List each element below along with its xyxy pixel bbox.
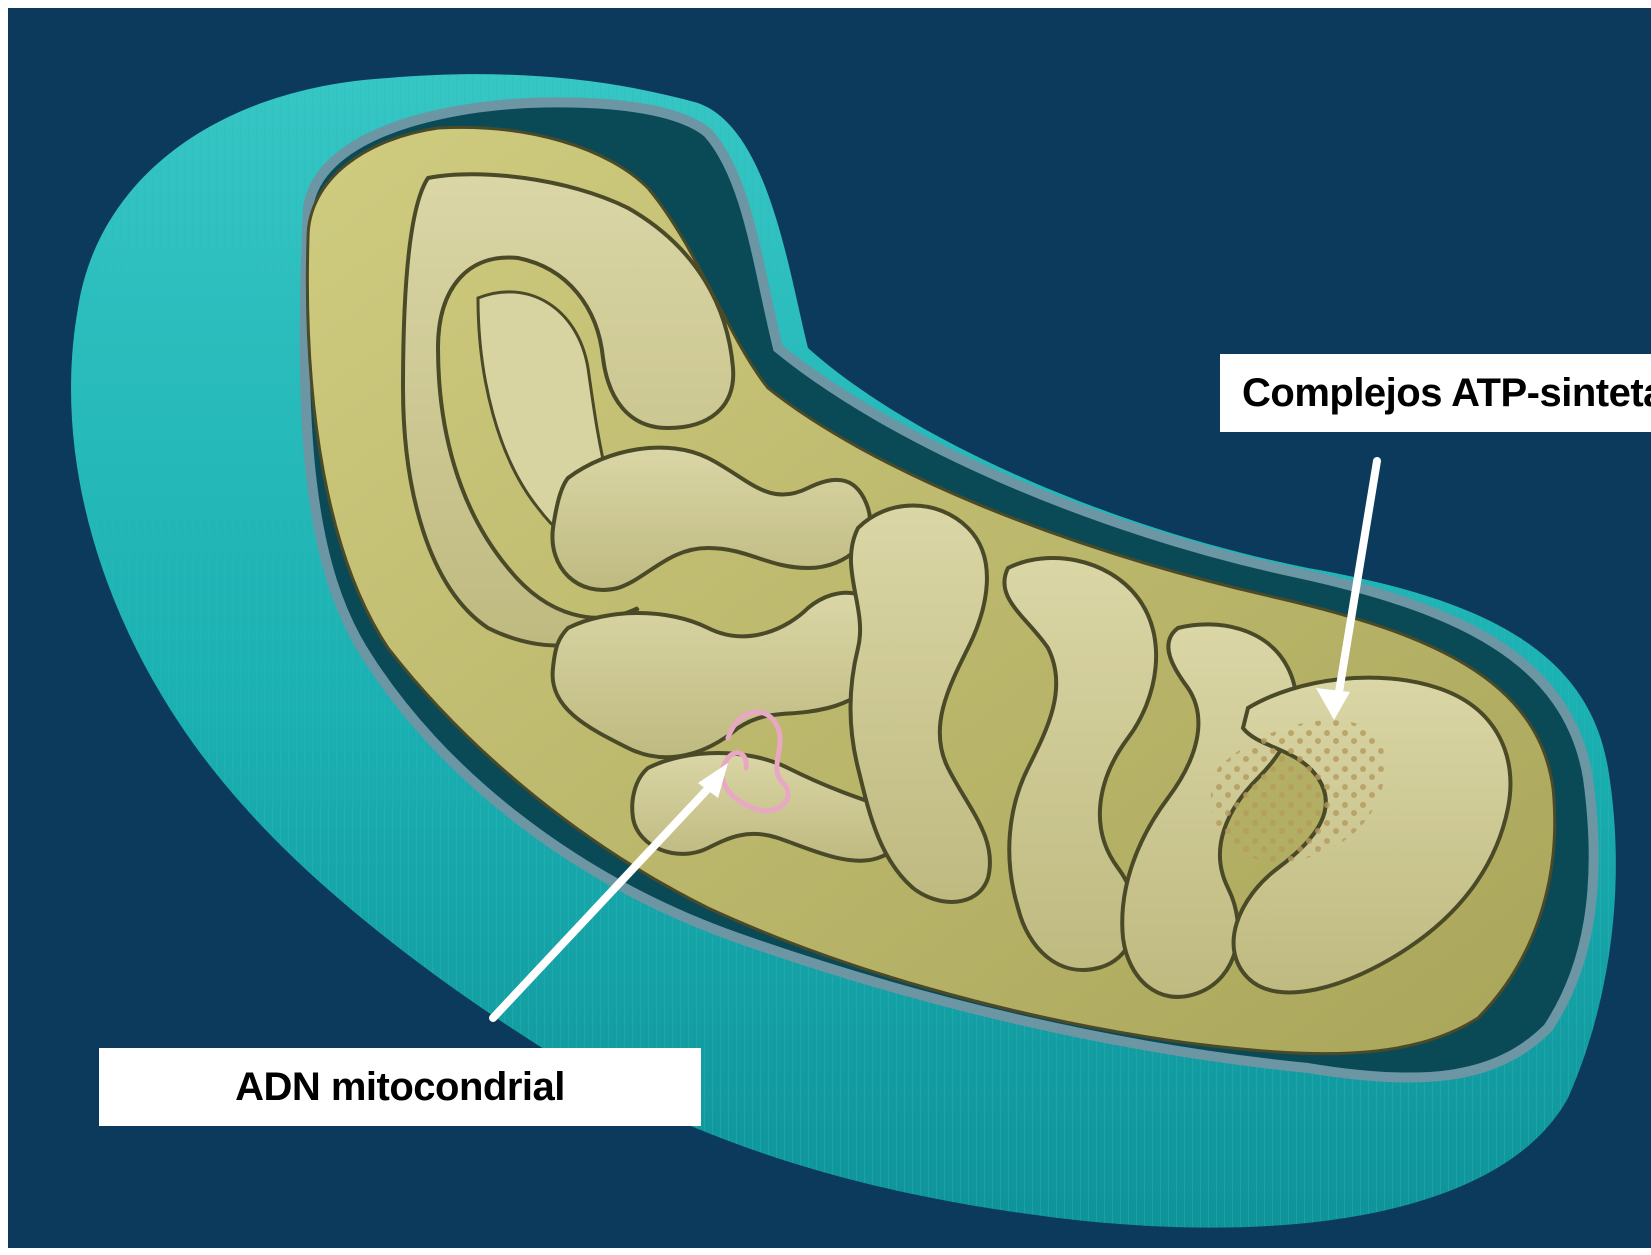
mitochondrion-diagram: ADN mitocondrial Complejos ATP-sinteta: [8, 8, 1651, 1248]
label-atp-synthase: Complejos ATP-sinteta: [1220, 354, 1651, 432]
label-mtdna: ADN mitocondrial: [99, 1048, 701, 1126]
label-mtdna-text: ADN mitocondrial: [235, 1065, 565, 1110]
label-atp-synthase-text: Complejos ATP-sinteta: [1242, 371, 1651, 416]
